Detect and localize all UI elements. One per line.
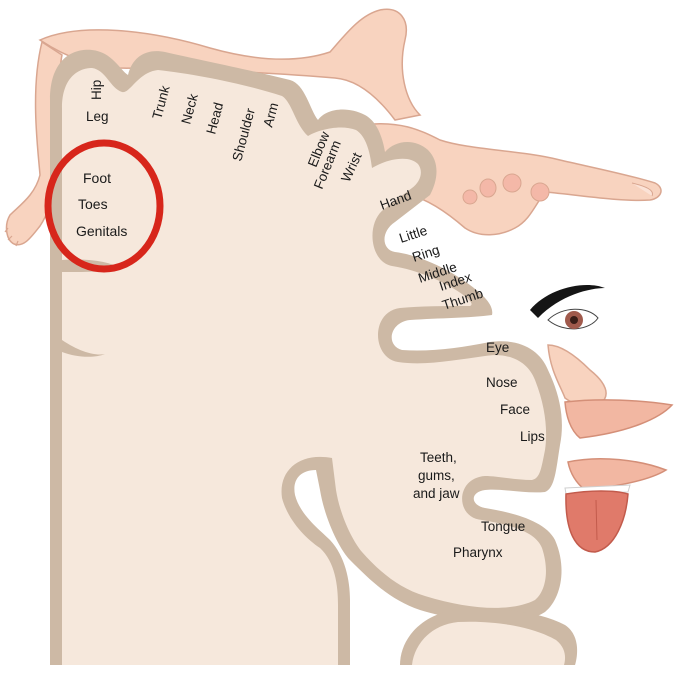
label-teeth-line-2: gums, bbox=[418, 468, 455, 483]
label-teeth-line-3: and jaw bbox=[413, 486, 460, 501]
label-pharynx: Pharynx bbox=[453, 545, 503, 560]
label-toes: Toes bbox=[78, 196, 108, 212]
label-tongue: Tongue bbox=[481, 519, 525, 534]
label-eye: Eye bbox=[486, 340, 509, 355]
label-little: Little bbox=[397, 223, 429, 246]
label-teeth-line-1: Teeth, bbox=[420, 450, 457, 465]
label-leg: Leg bbox=[86, 109, 109, 124]
upper-lip bbox=[565, 400, 672, 438]
label-face: Face bbox=[500, 402, 530, 417]
label-hip: Hip bbox=[89, 80, 104, 100]
label-nose: Nose bbox=[486, 375, 518, 390]
label-foot: Foot bbox=[83, 170, 111, 186]
label-lips: Lips bbox=[520, 429, 545, 444]
label-genitals: Genitals bbox=[76, 223, 127, 239]
